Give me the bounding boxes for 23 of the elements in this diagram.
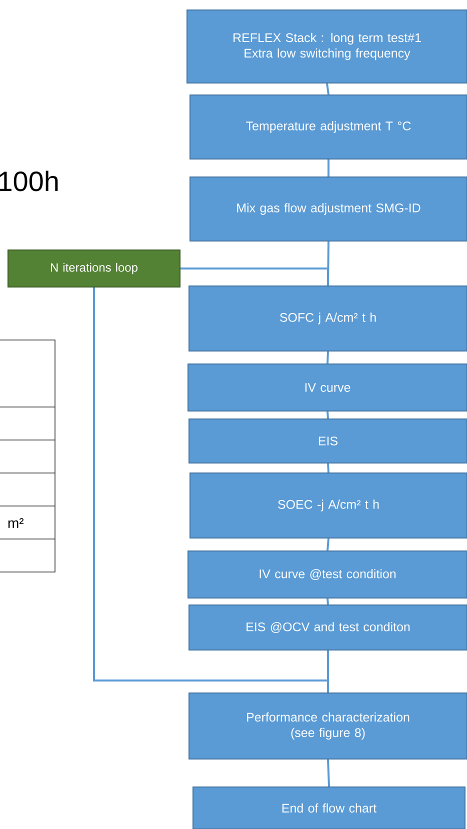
process-box: EIS [188, 418, 467, 464]
connector-line [93, 288, 329, 692]
process-box: SOFC j A/cm² t h [188, 286, 467, 352]
connector-line [180, 268, 329, 286]
cell-text: m² [8, 518, 24, 528]
process-box: EIS @OCV and test conditon [188, 604, 467, 650]
connector-line [327, 463, 330, 473]
process-box: End of flow chart [192, 786, 466, 829]
connector-line [326, 351, 329, 364]
process-box: Performance characterization (see figure 8) [188, 692, 467, 760]
process-box: IV curve @test condition [188, 550, 467, 598]
loop-box: N iterations loop [8, 250, 180, 288]
connector-line [326, 83, 330, 95]
process-box: Mix gas flow adjustment SMG-ID [190, 176, 467, 242]
connector-line [326, 538, 330, 551]
process-box: Temperature adjustment T °C [190, 94, 467, 160]
process-box: SOEC -j A/cm² t h [190, 472, 467, 538]
connector-line [326, 598, 329, 605]
process-box: IV curve [188, 364, 467, 412]
connector-line [328, 160, 330, 176]
connector-line [326, 411, 329, 419]
connector-line [327, 759, 330, 787]
process-box: REFLEX Stack : long term test#1 Extra low switching frequency [186, 10, 467, 84]
